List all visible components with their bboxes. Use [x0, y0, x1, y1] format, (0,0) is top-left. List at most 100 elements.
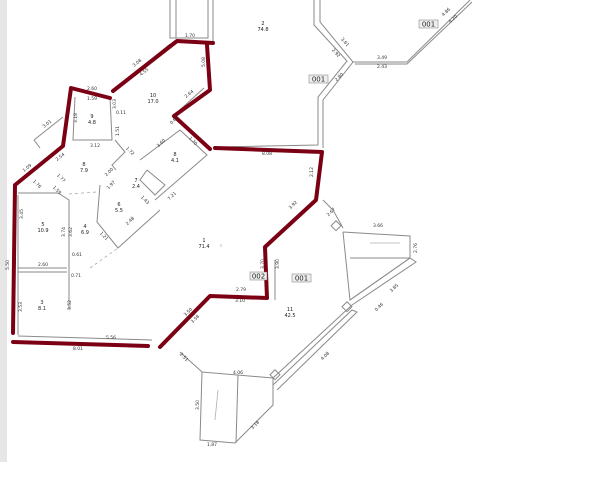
dimension-label: 3.60: [156, 138, 167, 149]
dimension-label: 5.56: [106, 335, 116, 341]
room-text: 7: [134, 178, 137, 184]
dimension-label: 1.51: [115, 126, 121, 136]
dimension-label: 3.50: [195, 400, 201, 410]
dimension-label: 4.06: [233, 370, 243, 376]
room-text: 8.1: [38, 306, 46, 312]
room-text: 9: [90, 114, 93, 120]
room-text: 17.0: [147, 99, 158, 105]
zone-tag: 001: [312, 76, 325, 84]
dimension-label: 2.43: [377, 64, 387, 70]
room-label: 171.4: [198, 238, 209, 250]
dimension-label: 2.76: [413, 243, 419, 253]
dimension-label: 2.64: [184, 89, 196, 100]
dimension-label: 7.21: [167, 191, 178, 202]
dimension-label: 1.59: [51, 185, 62, 196]
room-text: 2: [261, 21, 264, 27]
dimension-label: 4.55: [139, 67, 151, 78]
room-text: 5.5: [115, 208, 123, 214]
dimension-label: 2.79: [236, 287, 246, 293]
room-text: 1: [202, 238, 205, 244]
dimension-label: 3.92: [288, 200, 299, 211]
room-text: 2.4: [132, 184, 140, 190]
dimension-label: 3.90: [275, 259, 281, 269]
dimension-label: 3.12: [90, 143, 100, 149]
room-label: 274.8: [257, 21, 268, 33]
dimension-label: 1.09: [22, 163, 34, 174]
dimension-label: 2.12: [309, 167, 315, 177]
dimension-label: 5.50: [5, 260, 11, 270]
dimension-label: 3.01: [42, 119, 54, 130]
dimension-label: 3.50: [183, 307, 194, 318]
room-text: 8: [173, 152, 176, 158]
dimension-label: 1.43: [139, 195, 150, 206]
dimension-label: 4.20: [448, 14, 459, 25]
dimension-label: 2.60: [38, 262, 48, 268]
dimension-label: 3.61: [339, 37, 350, 49]
dimension-label: 3.58: [190, 314, 201, 325]
room-text: 7.9: [80, 168, 88, 174]
dimension-label: 2.54: [55, 152, 67, 163]
zone-tags: 001 001 001 002: [249, 19, 439, 283]
room-label: 38.1: [38, 300, 46, 312]
dashed-openings: [68, 191, 119, 269]
dimension-label: 2.48: [125, 216, 136, 227]
scan-margin: [0, 0, 7, 462]
dimension-labels: 1.70 3.08 4.55 5.08 2.60 1.59 3.03 0.11 …: [5, 7, 459, 448]
dimension-label: 3.66: [373, 223, 383, 229]
dimension-label: 8.01: [73, 346, 83, 352]
dimension-label: 0.11: [116, 110, 126, 116]
dimension-label: 3.18: [73, 113, 79, 123]
dimension-label: 2.51: [178, 352, 189, 363]
dimension-label: 3.52: [67, 300, 73, 310]
room-text: 4.1: [171, 158, 179, 164]
dimension-label: 1.97: [106, 180, 117, 191]
room-text: 10: [150, 93, 156, 99]
walls: [17, 0, 473, 444]
dimension-label: 2.00: [104, 167, 115, 178]
dimension-label: 3.03: [112, 99, 118, 109]
dimension-label: 3.45: [19, 209, 25, 219]
dimension-label: 1.70: [185, 33, 195, 39]
dimension-label: 0.60: [169, 115, 180, 126]
dimension-label: 1.72: [124, 146, 135, 157]
dimension-label: 0.71: [71, 273, 81, 279]
room-text: 4: [83, 224, 86, 230]
dimension-label: 1.21: [98, 231, 109, 242]
dimension-label: 3.62: [68, 227, 74, 237]
room-label: 87.9: [80, 162, 88, 174]
room-text: 42.5: [284, 313, 295, 319]
room-label: 65.5: [115, 202, 123, 214]
room-text: 10.9: [37, 228, 48, 234]
room-label: 46.9: [81, 224, 89, 236]
room-label: 84.1: [171, 152, 179, 164]
dimension-label: 3.08: [132, 58, 144, 69]
dimension-label: 0.61: [72, 252, 82, 258]
dimension-label: 8.08: [262, 151, 272, 157]
dimension-label: 2.92: [330, 48, 341, 60]
dimension-label: 3.18: [250, 420, 261, 431]
room-label: 94.8: [88, 114, 96, 126]
room-text: 3: [40, 300, 43, 306]
dimension-label: 5.08: [201, 57, 207, 67]
room-text: 4.8: [88, 120, 96, 126]
dimension-label: 3.53: [18, 302, 24, 312]
zone-tag: 001: [295, 275, 308, 283]
dimension-label: 3.49: [377, 55, 387, 61]
dimension-label: 1.76: [31, 179, 42, 190]
dimension-label: 2.60: [87, 86, 97, 92]
dimension-label: 4.86: [441, 7, 452, 18]
dimension-label: 2.67: [326, 207, 337, 218]
dimension-label: 0.46: [374, 302, 385, 313]
room-text: 5: [41, 222, 44, 228]
room-text: 6: [117, 202, 120, 208]
room-text: 6.9: [81, 230, 89, 236]
room-label: 510.9: [37, 222, 48, 234]
dimension-label: 2.80: [334, 72, 345, 83]
dimension-label: 1.70: [187, 136, 198, 147]
room-text: 11: [287, 307, 293, 313]
room-label: 72.4: [132, 178, 140, 190]
